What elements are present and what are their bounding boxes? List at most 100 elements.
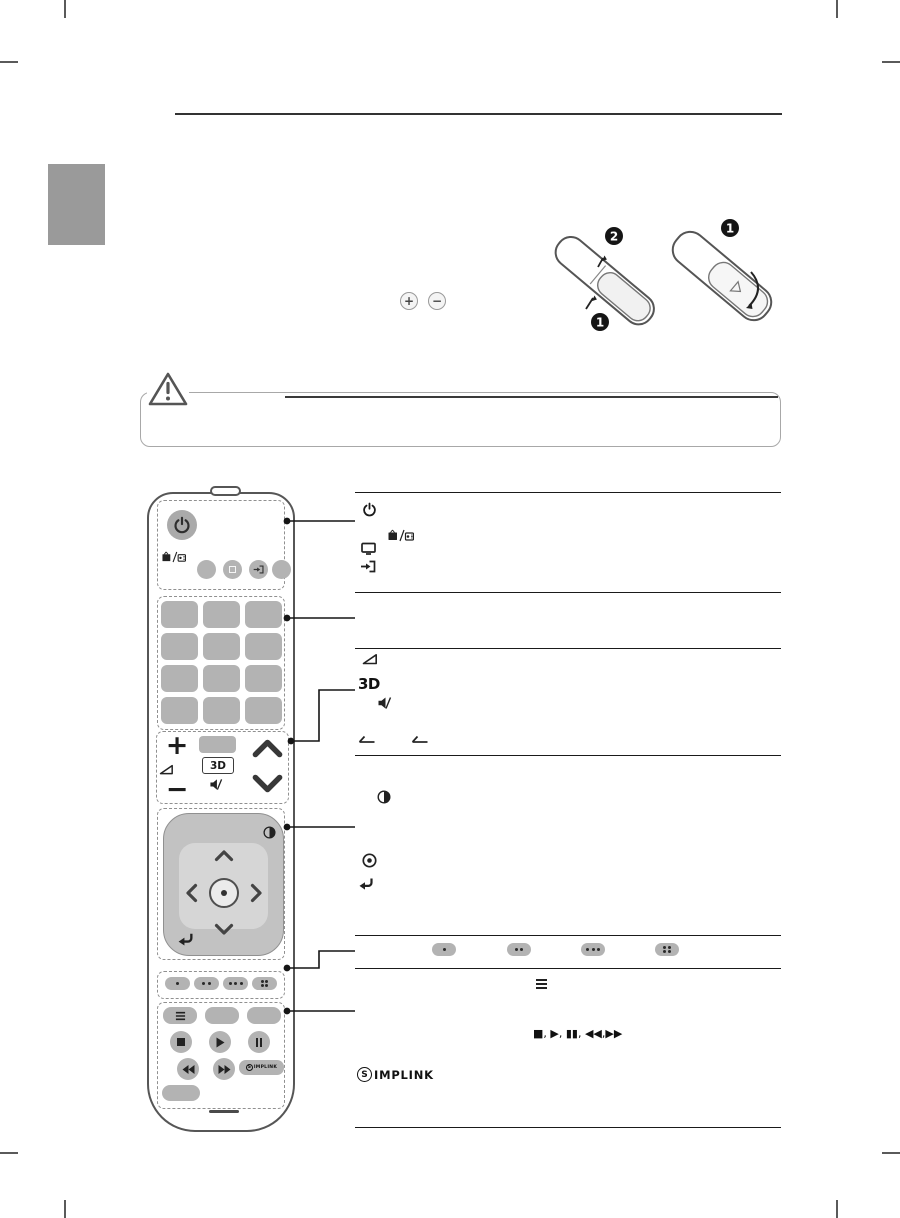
plus-sign: + bbox=[403, 294, 415, 308]
ok-button bbox=[209, 878, 239, 908]
battery-plus-icon: + bbox=[400, 292, 418, 310]
channel-up-button bbox=[252, 739, 283, 758]
ok-dot bbox=[221, 890, 227, 896]
remote-list-button bbox=[161, 697, 198, 724]
battery-figure-open-cover: 2 1 bbox=[554, 227, 655, 331]
q-menu-icon bbox=[263, 826, 276, 839]
remote-power-button bbox=[167, 510, 197, 540]
remote-number-button bbox=[203, 633, 240, 660]
info-button bbox=[205, 1007, 239, 1024]
power-icon bbox=[363, 502, 376, 517]
caution-box bbox=[140, 392, 781, 447]
rewind-button bbox=[177, 1058, 199, 1080]
simplink-text: IMPLINK bbox=[253, 1065, 278, 1070]
3d-label: 3D bbox=[358, 675, 380, 693]
simplink-logo: S IMPLINK bbox=[357, 1067, 434, 1082]
nav-right-button bbox=[250, 883, 262, 903]
play-icon bbox=[216, 1037, 224, 1047]
energy-saving-icon bbox=[361, 542, 376, 555]
remote-group-navigation bbox=[157, 808, 285, 960]
remote-number-button bbox=[245, 601, 282, 628]
fast-forward-button bbox=[213, 1058, 235, 1080]
remote-3d-button: 3D bbox=[202, 757, 234, 774]
four-dot-icon bbox=[260, 979, 269, 988]
3d-label: 3D bbox=[209, 759, 227, 772]
channel-down-button bbox=[252, 774, 283, 793]
remote-group-numbers bbox=[157, 596, 285, 730]
remote-qview-button bbox=[245, 697, 282, 724]
remote-group-power bbox=[157, 500, 285, 590]
ok-icon bbox=[362, 853, 377, 868]
nav-left-button bbox=[186, 883, 198, 903]
crop-mark-top-left-h bbox=[0, 61, 18, 63]
remote-group-color-keys bbox=[157, 971, 285, 999]
remote-fav-button bbox=[199, 736, 236, 753]
simplink-s-icon: S bbox=[357, 1067, 372, 1082]
minus-sign: − bbox=[165, 774, 189, 805]
minus-sign: − bbox=[431, 294, 443, 308]
mute-icon bbox=[378, 697, 392, 709]
volume-up-button: + bbox=[163, 730, 191, 761]
page-mark-icon bbox=[358, 735, 375, 743]
crop-mark-bottom-right-h bbox=[882, 1152, 900, 1154]
volume-icon bbox=[362, 654, 377, 665]
nav-up-button bbox=[214, 850, 234, 862]
input-icon bbox=[361, 560, 376, 573]
yellow-key-icon bbox=[581, 943, 605, 956]
remote-simplink-button: S IMPLINK bbox=[239, 1060, 284, 1075]
step-badge-1: 1 bbox=[596, 316, 604, 330]
one-dot-icon bbox=[176, 982, 179, 985]
stop-button bbox=[170, 1031, 192, 1053]
remote-group-playback bbox=[157, 1002, 285, 1109]
warning-triangle-icon bbox=[147, 371, 189, 407]
fast-forward-icon bbox=[218, 1064, 230, 1074]
red-key bbox=[165, 977, 190, 990]
crop-mark-bottom-right-v bbox=[836, 1200, 838, 1218]
remote-group-volume-channel bbox=[156, 731, 289, 804]
plus-sign: + bbox=[165, 730, 189, 761]
step-badge-1: 1 bbox=[726, 222, 734, 236]
remote-number-button bbox=[161, 633, 198, 660]
legend-row-numbers bbox=[355, 592, 781, 648]
mute-icon bbox=[210, 779, 223, 790]
green-key-icon bbox=[507, 943, 531, 956]
play-button bbox=[209, 1031, 231, 1053]
remote-energy-saving-button bbox=[272, 560, 291, 579]
page-mark-icon bbox=[411, 735, 428, 743]
remote-zero-button bbox=[203, 697, 240, 724]
crop-mark-bottom-left-h bbox=[0, 1152, 18, 1154]
battery-minus-icon: − bbox=[428, 292, 446, 310]
crop-mark-bottom-left-v bbox=[64, 1200, 66, 1218]
input-icon bbox=[253, 565, 264, 574]
remote-number-button bbox=[203, 601, 240, 628]
remote-input-button bbox=[249, 560, 268, 579]
remote-av-mode-button bbox=[223, 560, 242, 579]
exit-button bbox=[247, 1007, 281, 1024]
av-mode-icon bbox=[229, 566, 236, 573]
red-key-icon bbox=[432, 943, 456, 956]
remote-number-button bbox=[245, 665, 282, 692]
back-button bbox=[178, 933, 193, 946]
remote-top-notch bbox=[210, 486, 241, 496]
remote-number-pad bbox=[161, 601, 282, 724]
ad-button bbox=[162, 1085, 200, 1101]
green-key bbox=[194, 977, 219, 990]
volume-icon bbox=[159, 764, 173, 775]
stop-icon bbox=[177, 1038, 185, 1046]
crop-mark-top-right-h bbox=[882, 61, 900, 63]
legend-row-color-keys bbox=[355, 935, 781, 968]
simplink-s-icon: S bbox=[245, 1064, 253, 1071]
pause-button bbox=[248, 1031, 270, 1053]
q-menu-icon bbox=[377, 790, 391, 804]
simplink-text: IMPLINK bbox=[374, 1067, 434, 1082]
back-icon bbox=[359, 878, 373, 890]
rewind-icon bbox=[182, 1064, 194, 1074]
header-rule bbox=[175, 113, 782, 115]
legend-row-power bbox=[355, 492, 781, 592]
settings-button bbox=[163, 1007, 197, 1024]
battery-figure-close-cover: 1 bbox=[671, 219, 773, 322]
playback-icons: ■, ▶, ▮▮, ◀◀,▶▶ bbox=[533, 1027, 623, 1040]
blue-key bbox=[252, 977, 277, 990]
list-icon bbox=[536, 979, 547, 989]
